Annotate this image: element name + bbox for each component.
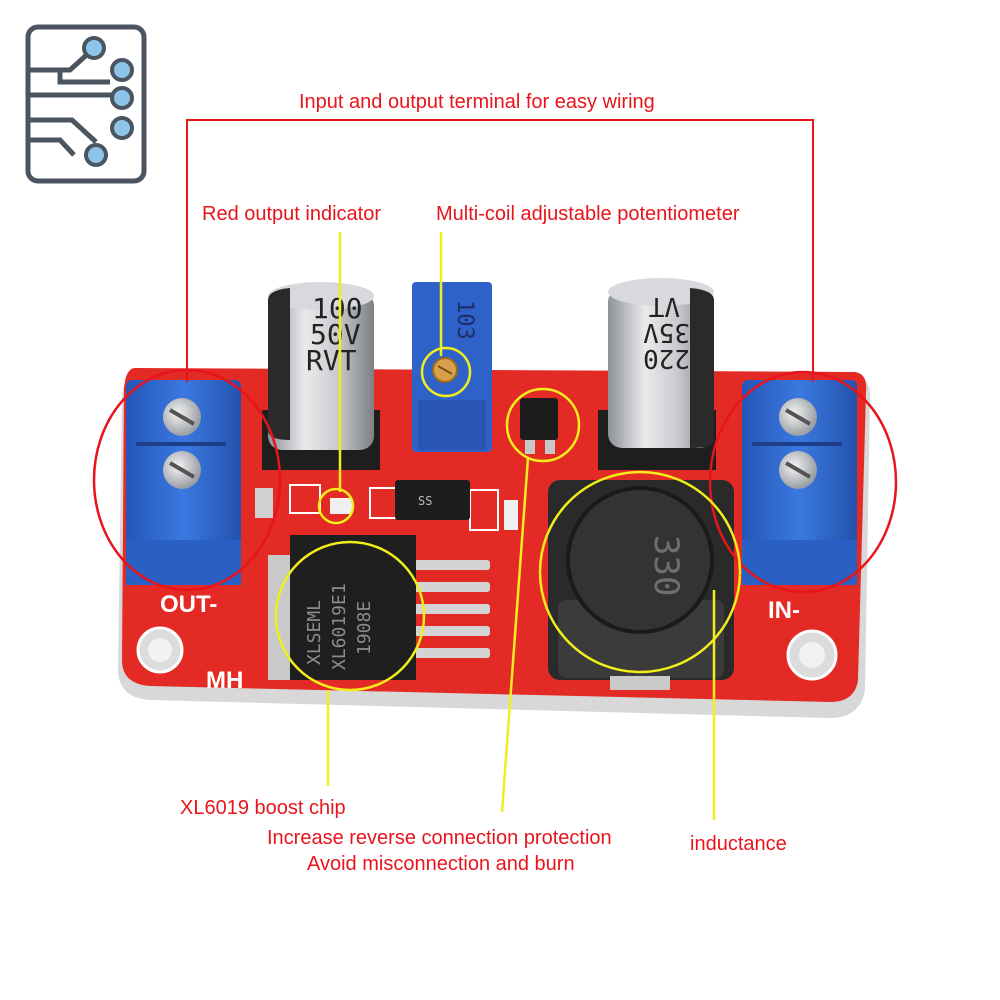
potentiometer-label: Multi-coil adjustable potentiometer bbox=[436, 203, 740, 225]
right-cap-line-2: 35V bbox=[643, 317, 690, 347]
chip-line-3: 1908E bbox=[354, 601, 375, 655]
left-cap-line-1: 100 bbox=[312, 292, 363, 325]
inductance-label: inductance bbox=[690, 833, 787, 855]
terminal-callout bbox=[92, 119, 898, 594]
xl6019-chip: XLSEML XL6019E1 1908E bbox=[268, 535, 490, 680]
protection-label-line-2: Avoid misconnection and burn bbox=[307, 853, 575, 875]
potentiometer-code: 103 bbox=[452, 300, 477, 340]
chip-line-1: XLSEML bbox=[304, 600, 325, 665]
left-capacitor: 100 50V RVT bbox=[262, 282, 380, 470]
potentiometer: 103 bbox=[412, 282, 492, 452]
protection-transistor bbox=[520, 398, 558, 454]
inductor: 330 bbox=[548, 480, 734, 690]
left-cap-line-3: RVT bbox=[306, 344, 357, 377]
right-cap-line-3: VT bbox=[648, 291, 680, 321]
chip-line-2: XL6019E1 bbox=[329, 583, 350, 670]
output-terminal-block bbox=[126, 380, 241, 585]
diode-code: SS bbox=[418, 494, 432, 508]
silk-out-label: OUT- bbox=[160, 591, 217, 618]
terminal-label: Input and output terminal for easy wirin… bbox=[299, 91, 655, 113]
circuit-logo-icon bbox=[25, 24, 147, 184]
chip-label: XL6019 boost chip bbox=[180, 797, 346, 819]
yellow-callouts bbox=[274, 232, 742, 820]
right-cap-line-1: 220 bbox=[643, 343, 690, 373]
left-cap-line-2: 50V bbox=[310, 318, 361, 351]
protection-label-line-1: Increase reverse connection protection bbox=[267, 827, 612, 849]
right-capacitor: 220 35V VT bbox=[598, 278, 716, 470]
smd-diode: SS bbox=[395, 480, 470, 520]
inductor-code: 330 bbox=[646, 535, 686, 596]
silk-in-label: IN- bbox=[768, 597, 800, 624]
input-terminal-block bbox=[742, 380, 857, 585]
indicator-label: Red output indicator bbox=[202, 203, 382, 225]
smd-resistor bbox=[504, 500, 518, 530]
silk-mh-label: MH bbox=[206, 667, 243, 694]
output-led bbox=[330, 498, 352, 514]
